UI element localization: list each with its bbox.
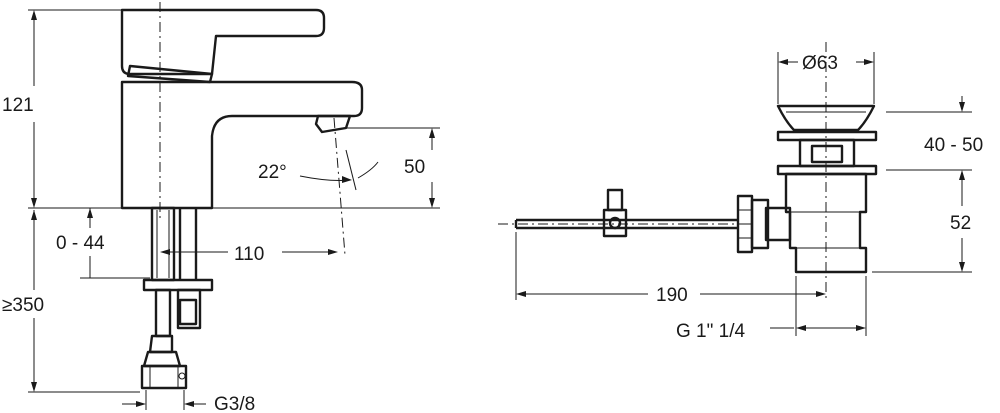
dim-cap-diameter-label: Ø63 [802, 53, 838, 74]
spout-nozzle [314, 114, 352, 134]
dim-height-label: 121 [2, 95, 34, 116]
pull-rod [514, 188, 738, 238]
dim-hose-length-label: ≥350 [2, 295, 44, 316]
dim-rod-length-label: 190 [656, 285, 688, 306]
dim-body-height-label: 52 [950, 213, 971, 234]
dim-adjustment-label: 40 - 50 [924, 135, 983, 156]
dim-reach-label: 110 [234, 244, 264, 265]
dim-spout-angle-label: 22° [258, 162, 287, 183]
lever-handle [120, 8, 326, 76]
pop-up-waste: Ø63 40 - 50 52 190 G 1" 1/4 [498, 42, 983, 342]
dim-spout-drop-label: 50 [404, 157, 425, 178]
dim-thread-label: G 1" 1/4 [676, 321, 745, 342]
tap-body [120, 80, 364, 210]
hose-fitting [140, 334, 188, 390]
dim-connection-label: G3/8 [214, 394, 255, 413]
waste-cap [776, 104, 876, 132]
supply-tails [142, 206, 214, 338]
dim-deck-thickness-label: 0 - 44 [56, 233, 105, 254]
basin-mixer-tap: 121 50 22° 0 - 44 110 ≥350 G3/8 [2, 2, 440, 413]
